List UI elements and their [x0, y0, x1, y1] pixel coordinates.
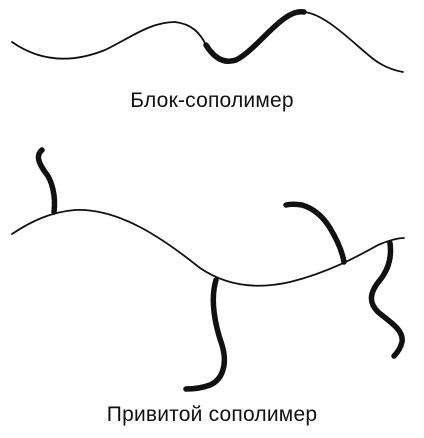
block-segment-b [203, 9, 307, 64]
graft-backbone [11, 209, 405, 287]
graft-branch-1 [35, 147, 58, 215]
graft-copolymer-label: Привитой сополимер [106, 403, 318, 426]
graft-copolymer [11, 147, 405, 392]
block-segment-a-end [303, 11, 404, 73]
block-segment-a-start [11, 21, 207, 60]
block-copolymer-chain [11, 9, 404, 73]
graft-branch-4 [368, 240, 405, 359]
graft-branch-2 [183, 277, 228, 392]
graft-branch-3 [283, 201, 347, 265]
block-copolymer-label: Блок-сополимер [130, 89, 294, 112]
